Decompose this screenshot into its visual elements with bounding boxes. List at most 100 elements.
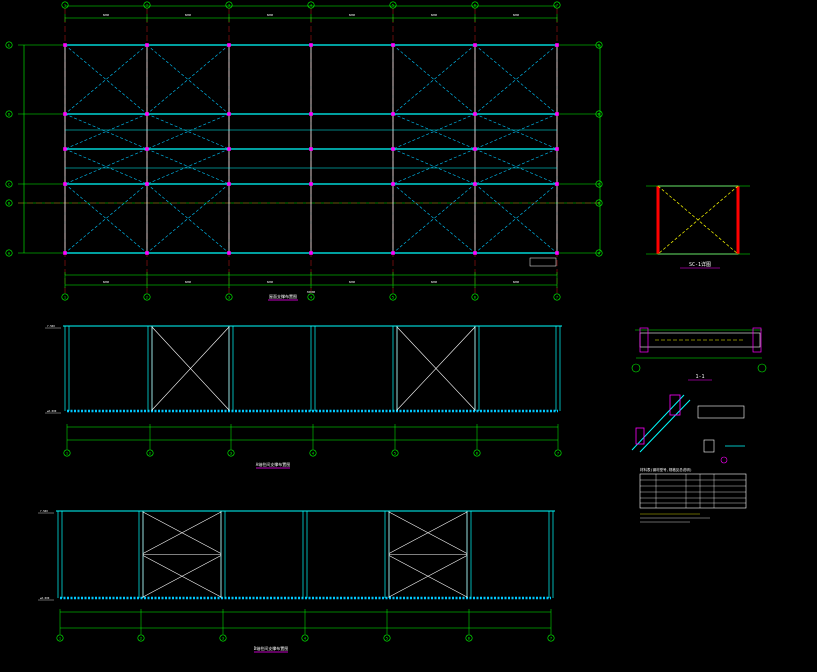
- plan-roof-brace: [64, 183, 148, 254]
- plan-span-dim: 6000: [103, 13, 110, 17]
- elev-axis-bubble: [56, 634, 64, 642]
- elev-axis-bubble: [391, 449, 399, 457]
- elev-brace: [142, 555, 222, 598]
- elev-axis-bubble: [383, 634, 391, 642]
- elev-axis-bubble-label: 7: [557, 451, 559, 455]
- elev-axis-bubble: [473, 449, 481, 457]
- plan-roof-brace: [474, 183, 558, 254]
- plan-axis-bubble-top: [389, 1, 397, 9]
- detail-sc: SC-1详图: [646, 185, 750, 269]
- elev-axis-bubble: [146, 449, 154, 457]
- plan-span-dim: 6000: [513, 13, 520, 17]
- plan-node-marker: [473, 112, 477, 116]
- plan-axis-bubble-top: [471, 1, 479, 9]
- detail-1-1: 1-1: [631, 327, 767, 381]
- plan-node-marker: [227, 147, 231, 151]
- plan-node-marker: [63, 112, 67, 116]
- plan-node-marker: [309, 112, 313, 116]
- plan-node-marker: [145, 182, 149, 186]
- plan-axis-bubble-bottom: [61, 293, 69, 301]
- plan-node-marker: [391, 251, 395, 255]
- plan-axis-bubble-top: [553, 1, 561, 9]
- elev-axis-bubble: [227, 449, 235, 457]
- plan-roof-brace: [64, 44, 148, 115]
- plan-axis-bubble-left-label: C: [8, 182, 10, 186]
- plan-axis-bubble-bottom: [225, 293, 233, 301]
- detail2-mark: [720, 456, 728, 464]
- plan-axis-bubble-right: [595, 110, 603, 118]
- plan-axis-bubble-right-label: D: [598, 112, 600, 116]
- elev-axis-bubble-label: 3: [222, 636, 224, 640]
- plan-axis-bubble-right-label: A: [598, 251, 601, 255]
- plan-node-marker: [227, 43, 231, 47]
- plan-node-marker: [473, 251, 477, 255]
- plan-axis-bubble-top: [225, 1, 233, 9]
- plan-axis-bubble-bottom-label: 7: [556, 295, 558, 299]
- plan-axis-bubble-bottom-label: 1: [64, 295, 66, 299]
- plan-axis-bubble-left-label: B: [8, 201, 10, 205]
- detail1-title: 1-1: [695, 374, 704, 380]
- plan-title: 屋面支撑布置图: [269, 293, 297, 299]
- plan-roof-brace: [392, 44, 476, 115]
- detail1-axis-right: [757, 363, 767, 373]
- elev-axis-bubble: [465, 634, 473, 642]
- elev-level-bottom: ±0.000: [40, 596, 50, 600]
- plan-node-marker: [473, 182, 477, 186]
- plan-node-marker: [309, 147, 313, 151]
- plan-node-marker: [391, 182, 395, 186]
- plan-axis-bubble-bottom-label: 5: [392, 295, 394, 299]
- plan-axis-bubble-bottom-label: 3: [228, 295, 230, 299]
- plan-node-marker: [391, 112, 395, 116]
- elev-brace: [396, 326, 476, 411]
- elev-level-top: 7.500: [47, 324, 55, 328]
- plan-roof-brace: [146, 44, 230, 115]
- plan-node-marker: [145, 251, 149, 255]
- plan-roof-brace: [392, 183, 476, 254]
- plan-total-dim: 36000: [307, 290, 316, 294]
- plan-axis-bubble-left: [5, 180, 13, 188]
- plan-span-dim: 6000: [513, 280, 520, 284]
- elev-brace: [142, 511, 222, 554]
- plan-span-dim: 6000: [431, 13, 438, 17]
- plan-roof-brace: [474, 183, 558, 254]
- plan-axis-bubble-right: [595, 249, 603, 257]
- elev-brace: [388, 555, 468, 598]
- plan-node-marker: [227, 251, 231, 255]
- plan-axis-bubble-top-label: 3: [228, 3, 230, 7]
- plan-node-marker: [555, 112, 559, 116]
- plan-axis-bubble-left-label: E: [8, 43, 10, 47]
- elev-axis-bubble: [63, 449, 71, 457]
- plan-span-dim: 6000: [185, 13, 192, 17]
- elev-axis-bubble: [301, 634, 309, 642]
- detail-sc-title: SC-1详图: [689, 261, 711, 268]
- plan-node-marker: [227, 112, 231, 116]
- plan-axis-bubble-top: [61, 1, 69, 9]
- elev-axis-bubble-label: 5: [394, 451, 396, 455]
- plan-roof-brace: [146, 183, 230, 254]
- plan-axis-bubble-top-label: 1: [64, 3, 66, 7]
- plan-roof-brace: [64, 183, 148, 254]
- plan-note-box: [529, 257, 557, 267]
- detail2-section: [697, 405, 745, 419]
- elev-axis-bubble: [554, 449, 562, 457]
- plan-node-marker: [145, 112, 149, 116]
- plan-axis-bubble-right-label: E: [598, 43, 600, 47]
- plan-axis-bubble-bottom-label: 6: [474, 295, 476, 299]
- plan-node-marker: [555, 251, 559, 255]
- elev-brace: [388, 511, 468, 554]
- plan-span-dim: 6000: [431, 280, 438, 284]
- plan-axis-bubble-bottom: [553, 293, 561, 301]
- plan-node-marker: [309, 251, 313, 255]
- plan-node-marker: [145, 147, 149, 151]
- elev-axis-bubble: [309, 449, 317, 457]
- elev-axis-bubble-label: 6: [476, 451, 478, 455]
- elev-axis-bubble-label: 4: [304, 636, 306, 640]
- plan-node-marker: [227, 182, 231, 186]
- elev-axis-bubble-label: 1: [66, 451, 68, 455]
- elev-axis-bubble-label: 6: [468, 636, 470, 640]
- elev-axis-bubble-label: 7: [550, 636, 552, 640]
- detail2-diag-a: [631, 394, 685, 451]
- plan-node-marker: [555, 43, 559, 47]
